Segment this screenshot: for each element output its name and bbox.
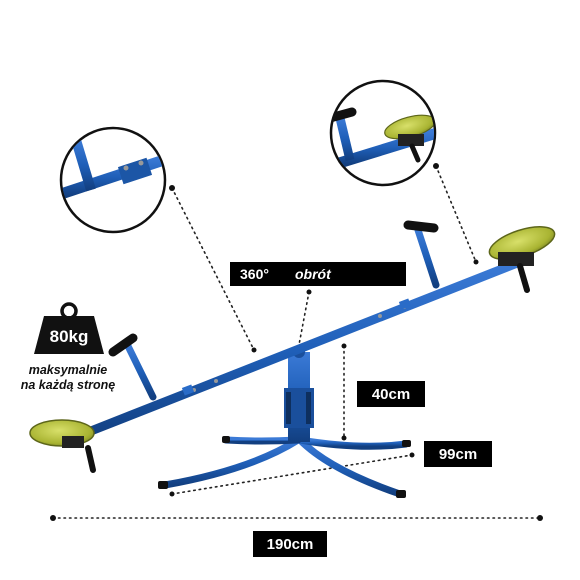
weight-value: 80kg xyxy=(49,327,89,346)
callout-lines xyxy=(52,165,541,519)
left-detail-circle xyxy=(59,126,167,234)
center-post xyxy=(284,346,314,442)
base-width-dimension-label: 99cm xyxy=(424,441,492,467)
rotation-label: 360° obrót xyxy=(230,262,406,286)
max-load-line-2: na każdą stronę xyxy=(20,378,116,392)
weight-icon xyxy=(34,302,104,354)
right-detail-circle xyxy=(329,79,437,187)
max-load-caption: maksymalnie na każdą stronę xyxy=(6,363,130,393)
rotation-degrees: 360° xyxy=(240,266,269,282)
left-handle xyxy=(108,333,157,401)
left-seat xyxy=(29,419,96,473)
callout-dots xyxy=(50,163,543,521)
right-seat xyxy=(488,226,556,293)
height-dimension-label: 40cm xyxy=(357,381,425,407)
right-handle xyxy=(403,220,440,289)
base-legs xyxy=(161,436,410,498)
main-beam xyxy=(63,257,525,445)
rotation-word: obrót xyxy=(294,266,331,282)
base-feet xyxy=(158,436,411,498)
total-length-dimension-label: 190cm xyxy=(253,531,327,557)
max-load-line-1: maksymalnie xyxy=(28,363,108,377)
